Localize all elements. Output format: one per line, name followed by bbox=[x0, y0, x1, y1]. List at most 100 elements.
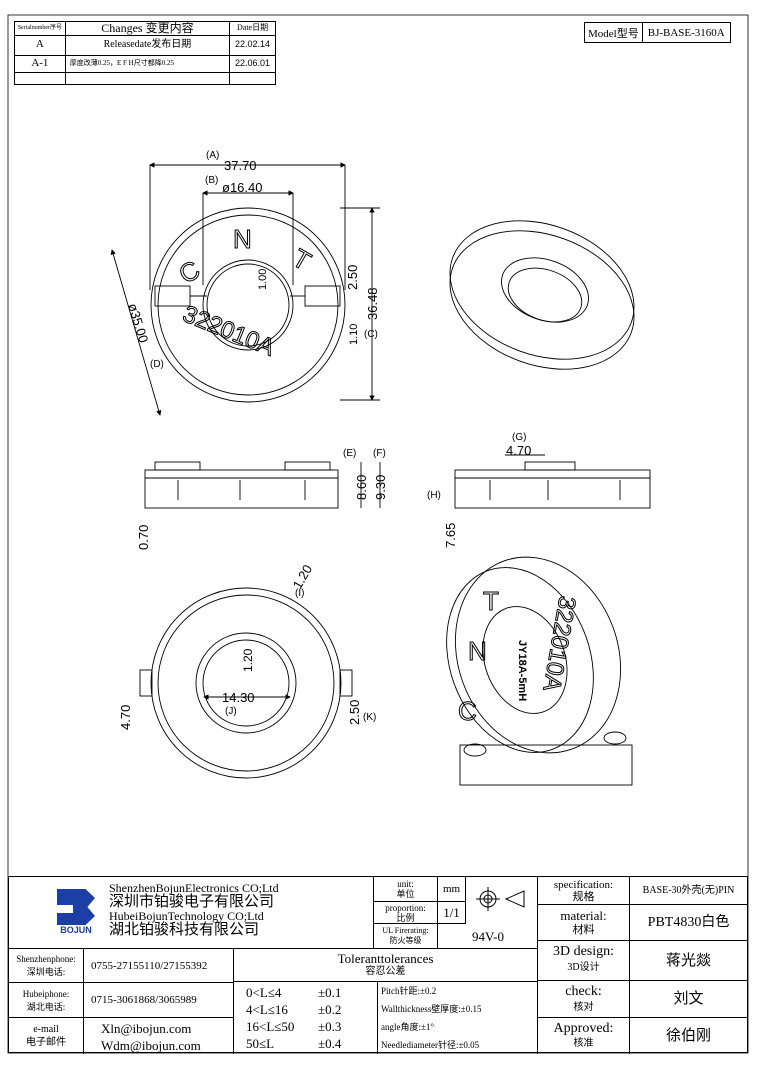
ul-label-cn: 防火等级 bbox=[389, 936, 422, 945]
part-mark: 322010A bbox=[537, 594, 580, 693]
email-label: e-mail bbox=[33, 1024, 59, 1035]
ul-value: 94V-0 bbox=[471, 929, 505, 944]
logo-text: BOJUN bbox=[60, 925, 92, 935]
projection-symbol bbox=[466, 877, 538, 922]
phone-label: Shenzhenphone: bbox=[16, 954, 76, 964]
tolerance-table: 0<L≤4±0.1 4<L≤16±0.2 16<L≤50±0.3 50≤L±0.… bbox=[234, 982, 378, 1054]
proportion-label: proportion: bbox=[385, 903, 426, 913]
dim-value: 37.70 bbox=[224, 158, 257, 173]
dim-label: (A) bbox=[206, 150, 219, 161]
dim-label: (J) bbox=[225, 706, 237, 717]
tol-note: angle角度:±1° bbox=[381, 1022, 435, 1032]
tol-title: Toleranttolerances bbox=[337, 951, 434, 966]
dim-value: ø35.00 bbox=[125, 301, 151, 344]
phone-value: 0715-3061868/3065989 bbox=[84, 983, 234, 1018]
tol-range: 16<L≤50 bbox=[246, 1019, 295, 1034]
tol-value: ±0.2 bbox=[318, 1002, 342, 1017]
dim-label: (B) bbox=[205, 175, 218, 186]
design-label-cn: 3D设计 bbox=[567, 962, 600, 973]
iso-assembly-view bbox=[446, 556, 633, 786]
tol-value: ±0.1 bbox=[318, 985, 342, 1000]
dim-value: 9.30 bbox=[373, 475, 388, 500]
dim-value: 1.20 bbox=[241, 648, 255, 672]
company-en: ShenzhenBojunElectronics CO;Ltd bbox=[109, 881, 279, 895]
unit-area: unit: 单位 mm proportion: 比例 1/1 UL Firera… bbox=[374, 877, 538, 949]
part-mark: C bbox=[458, 696, 477, 726]
dim-value: 8.60 bbox=[354, 475, 369, 500]
tol-range: 0<L≤4 bbox=[246, 985, 282, 1000]
part-mark: T bbox=[287, 243, 316, 277]
tol-range: 4<L≤16 bbox=[246, 1002, 288, 1017]
company-en: HubeiBojunTechnology CO;Ltd bbox=[109, 909, 264, 923]
material-value: PBT4830白色 bbox=[630, 905, 747, 941]
dim-value: 4.70 bbox=[506, 443, 531, 458]
dim-value: 36.48 bbox=[365, 287, 380, 320]
dim-label: (E) bbox=[343, 448, 356, 459]
dim-value: 4.70 bbox=[118, 705, 133, 730]
revision-table: Serialnumber序号 Changes 变更内容 Date日期 A Rel… bbox=[14, 21, 276, 85]
model-value: BJ-BASE-3160A bbox=[641, 22, 731, 43]
approved-label: Approved: bbox=[553, 1021, 614, 1036]
tol-note: Wallthickness壁厚度:±0.15 bbox=[381, 1004, 482, 1014]
drawing-frame bbox=[7, 14, 749, 1054]
spec-value: BASE-30外壳(无)PIN bbox=[630, 877, 747, 905]
check-label-cn: 核对 bbox=[573, 1002, 594, 1013]
phone-label-cn: 湖北电话: bbox=[26, 1002, 66, 1012]
phone-value: 0755-27155110/27155392 bbox=[84, 949, 234, 983]
tol-note: Needlediameter针径:±0.05 bbox=[381, 1040, 480, 1050]
approved-label-cn: 核准 bbox=[573, 1038, 594, 1049]
contact-area: Shenzhenphone: 深圳电话: 0755-27155110/27155… bbox=[9, 949, 234, 1054]
front-view bbox=[144, 461, 381, 509]
model-box: Model型号 BJ-BASE-3160A bbox=[584, 22, 731, 43]
dim-label: (D) bbox=[150, 359, 164, 370]
dim-value: 1.00 bbox=[257, 269, 269, 290]
part-mark: N bbox=[233, 224, 252, 254]
bottom-view bbox=[139, 587, 353, 779]
company-area: BOJUN ShenzhenBojunElectronics CO;Ltd 深圳… bbox=[9, 877, 374, 949]
tol-value: ±0.4 bbox=[318, 1036, 342, 1051]
company-cn: 深圳市铂骏电子有限公司 bbox=[109, 894, 275, 910]
design-value: 蒋光燚 bbox=[630, 941, 747, 981]
email-value: Xln@ibojun.com bbox=[101, 1021, 192, 1036]
phone-label-cn: 深圳电话: bbox=[26, 967, 66, 977]
tolerance-notes: Pitch针距:±0.2 Wallthickness壁厚度:±0.15 angl… bbox=[378, 982, 538, 1054]
email-value: Wdm@ibojun.com bbox=[101, 1038, 201, 1053]
dim-value: ø16.40 bbox=[222, 180, 262, 195]
spec-label: specification: bbox=[553, 879, 614, 891]
tol-range: 50≤L bbox=[246, 1036, 275, 1051]
iso-view bbox=[449, 220, 635, 370]
dim-value: 2.50 bbox=[345, 265, 360, 290]
material-label-cn: 材料 bbox=[572, 924, 595, 936]
top-view bbox=[110, 162, 380, 416]
dim-label: (H) bbox=[427, 490, 441, 501]
proportion-value: 1/1 bbox=[438, 902, 466, 924]
approval-values: BASE-30外壳(无)PIN PBT4830白色 蒋光燚 刘文 徐伯刚 bbox=[630, 877, 747, 1054]
phone-label: Hubeiphone: bbox=[22, 989, 70, 999]
tolerance-header: Toleranttolerances 容忍公差 bbox=[234, 949, 538, 982]
bojun-logo: BOJUN bbox=[55, 889, 97, 935]
check-label: check: bbox=[565, 984, 602, 999]
tol-note: Pitch针距:±0.2 bbox=[381, 986, 437, 996]
title-block: BOJUN ShenzhenBojunElectronics CO;Ltd 深圳… bbox=[8, 876, 748, 1054]
dim-value: 1.10 bbox=[348, 324, 360, 345]
dim-label: (G) bbox=[512, 432, 526, 443]
dim-label: (C) bbox=[364, 329, 378, 340]
unit-label-cn: 单位 bbox=[396, 889, 415, 899]
company-names: ShenzhenBojunElectronics CO;Ltd 深圳市铂骏电子有… bbox=[109, 881, 279, 938]
dim-value: 1.20 bbox=[290, 562, 316, 591]
email-label-cn: 电子邮件 bbox=[26, 1037, 66, 1048]
dim-value: 7.65 bbox=[443, 523, 458, 548]
side-view bbox=[454, 454, 651, 509]
proportion-label-cn: 比例 bbox=[396, 913, 415, 923]
company-cn: 湖北铂骏科技有限公司 bbox=[109, 922, 260, 938]
tol-title-cn: 容忍公差 bbox=[365, 966, 406, 977]
spec-label-cn: 规格 bbox=[572, 891, 595, 903]
dim-value: 2.50 bbox=[347, 700, 362, 725]
design-label: 3D design: bbox=[552, 944, 615, 959]
part-mark: C bbox=[174, 254, 205, 289]
part-mark: 322010A bbox=[179, 301, 278, 362]
dim-label: (I) bbox=[295, 588, 304, 599]
part-mark: N bbox=[468, 636, 487, 666]
part-mark: T bbox=[483, 586, 499, 616]
